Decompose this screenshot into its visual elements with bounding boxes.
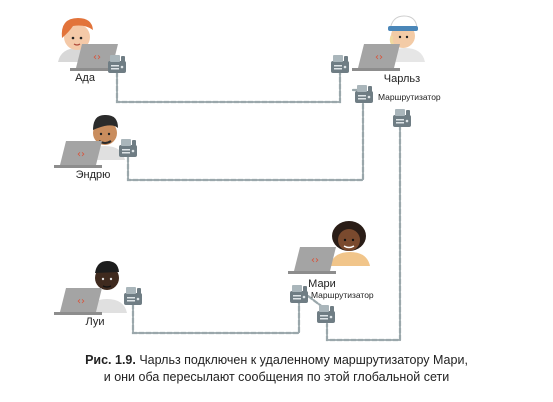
laptop-screen-glyph: ‹›	[311, 255, 319, 266]
link-charles-router-mari-router	[325, 123, 402, 342]
caption-line-1: Рис. 1.9. Чарльз подключен к удаленному …	[20, 352, 533, 369]
router-icon	[317, 305, 335, 323]
person-mari: ‹› Мари Маршрутизатор	[288, 221, 374, 323]
person-name-louis: Луи	[86, 316, 105, 328]
router-icon	[355, 85, 373, 103]
person-andrew: ‹› Эндрю	[54, 114, 137, 181]
avatar	[385, 15, 425, 62]
router-label-mari: Маршрутизатор	[311, 290, 374, 300]
caption-text-1: Чарльз подключен к удаленному маршрутиза…	[139, 353, 468, 367]
avatar	[58, 18, 98, 62]
laptop: ‹›	[352, 44, 400, 71]
link-louis-mari	[131, 301, 301, 335]
fax-icon	[124, 287, 142, 305]
figure-caption: Рис. 1.9. Чарльз подключен к удаленному …	[20, 352, 533, 386]
laptop: ‹›	[54, 288, 102, 315]
fax-icon	[290, 285, 308, 303]
fax-icon	[119, 139, 137, 157]
link-ada-charles	[115, 70, 342, 104]
person-charles: ‹› Чарльз Маршрутизатор	[331, 15, 441, 127]
laptop-screen-glyph: ‹›	[77, 296, 85, 307]
laptop-screen-glyph: ‹›	[93, 52, 101, 63]
person-name-charles: Чарльз	[384, 73, 420, 85]
link-andrew-charles-router	[126, 100, 365, 182]
fax-icon	[108, 55, 126, 73]
person-ada: ‹› Ада	[58, 18, 126, 84]
router-label-charles: Маршрутизатор	[378, 92, 441, 102]
person-name-andrew: Эндрю	[76, 169, 111, 181]
avatar	[330, 221, 370, 266]
person-name-ada: Ада	[75, 72, 96, 84]
person-louis: ‹› Луи	[54, 261, 142, 328]
caption-label: Рис. 1.9.	[85, 353, 136, 367]
caption-line-2: и они оба пересылают сообщения по этой г…	[103, 370, 450, 384]
laptop-screen-glyph: ‹›	[375, 52, 383, 63]
laptop: ‹›	[70, 44, 118, 71]
fax-icon	[331, 55, 349, 73]
laptop: ‹›	[54, 141, 102, 168]
laptop-screen-glyph: ‹›	[77, 149, 85, 160]
laptop: ‹›	[288, 247, 336, 274]
person-name-mari: Мари	[308, 278, 336, 290]
router-fax-icon	[393, 109, 411, 127]
network-links	[115, 70, 402, 342]
